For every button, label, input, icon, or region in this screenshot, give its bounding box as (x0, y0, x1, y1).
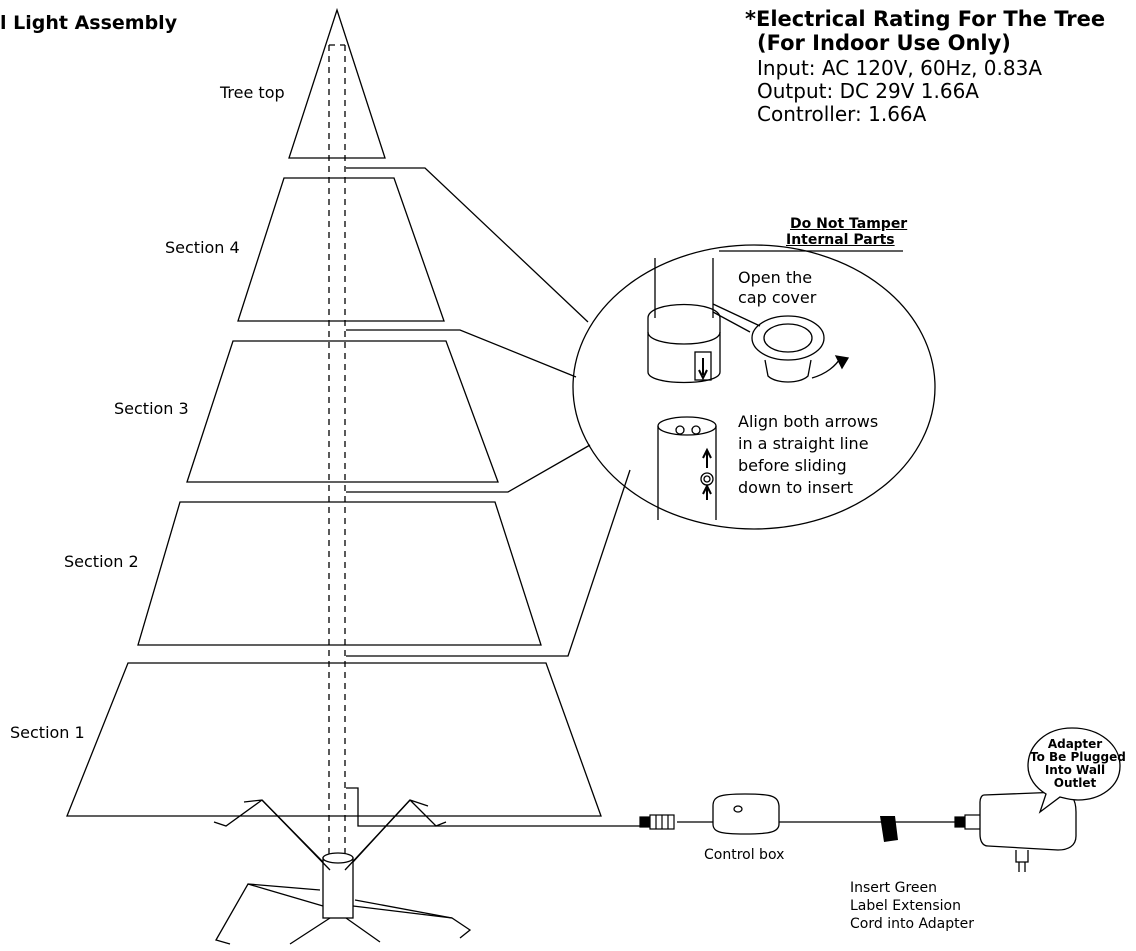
open-cap-line-1: Open the (738, 268, 813, 287)
rating-input: Input: AC 120V, 60Hz, 0.83A (757, 56, 1043, 80)
rotate-arrow-icon (834, 355, 850, 370)
up-arrow-icon (702, 447, 712, 468)
label-section-4: Section 4 (165, 238, 240, 257)
power-cord (346, 787, 640, 827)
align-line-1: Align both arrows (738, 412, 879, 431)
label-section-1: Section 1 (10, 723, 85, 742)
wall-adapter (979, 791, 1077, 872)
label-tree-top: Tree top (220, 83, 285, 102)
align-line-4: down to insert (738, 478, 854, 497)
center-pole (328, 44, 346, 870)
callout-lines (346, 167, 631, 657)
tree-top-shape (288, 7, 386, 159)
adapter-bubble-line-3: Into Wall (1044, 763, 1106, 777)
section-1-shape (66, 662, 602, 817)
control-box-device (712, 793, 780, 835)
warning-line-1: Do Not Tamper (790, 216, 908, 232)
control-box-label: Control box (704, 847, 785, 863)
section-2-shape (137, 501, 542, 646)
extension-line-2: Label Extension (850, 898, 961, 914)
rating-subtitle: (For Indoor Use Only) (757, 31, 1011, 55)
extension-line-1: Insert Green (850, 880, 938, 896)
align-line-2: in a straight line (738, 434, 869, 453)
rating-output: Output: DC 29V 1.66A (757, 79, 979, 103)
insert-connector (657, 416, 717, 520)
page-heading: l Light Assembly (0, 12, 178, 34)
extension-line-3: Cord into Adapter (850, 916, 974, 932)
rating-title: *Electrical Rating For The Tree (745, 7, 1106, 31)
adapter-bubble-line-2: To Be Plugged (1030, 750, 1126, 764)
label-section-3: Section 3 (114, 399, 189, 418)
detail-circle (572, 244, 936, 530)
green-label-band (880, 816, 898, 842)
adapter-speech-bubble (1027, 727, 1121, 814)
up-arrow-icon (702, 483, 712, 500)
warning-line-2: Internal Parts (786, 232, 895, 248)
label-section-2: Section 2 (64, 552, 139, 571)
down-arrow-icon (698, 358, 708, 381)
align-line-3: before sliding (738, 456, 847, 475)
rating-controller: Controller: 1.66A (757, 102, 927, 126)
adapter-bubble-line-4: Outlet (1053, 776, 1097, 790)
cord-connector-left (639, 814, 675, 830)
tree-stand (213, 799, 472, 945)
section-4-shape (237, 177, 445, 322)
section-3-shape (186, 340, 499, 483)
adapter-bubble-line-1: Adapter (1047, 737, 1103, 751)
open-cap-line-2: cap cover (738, 288, 817, 307)
